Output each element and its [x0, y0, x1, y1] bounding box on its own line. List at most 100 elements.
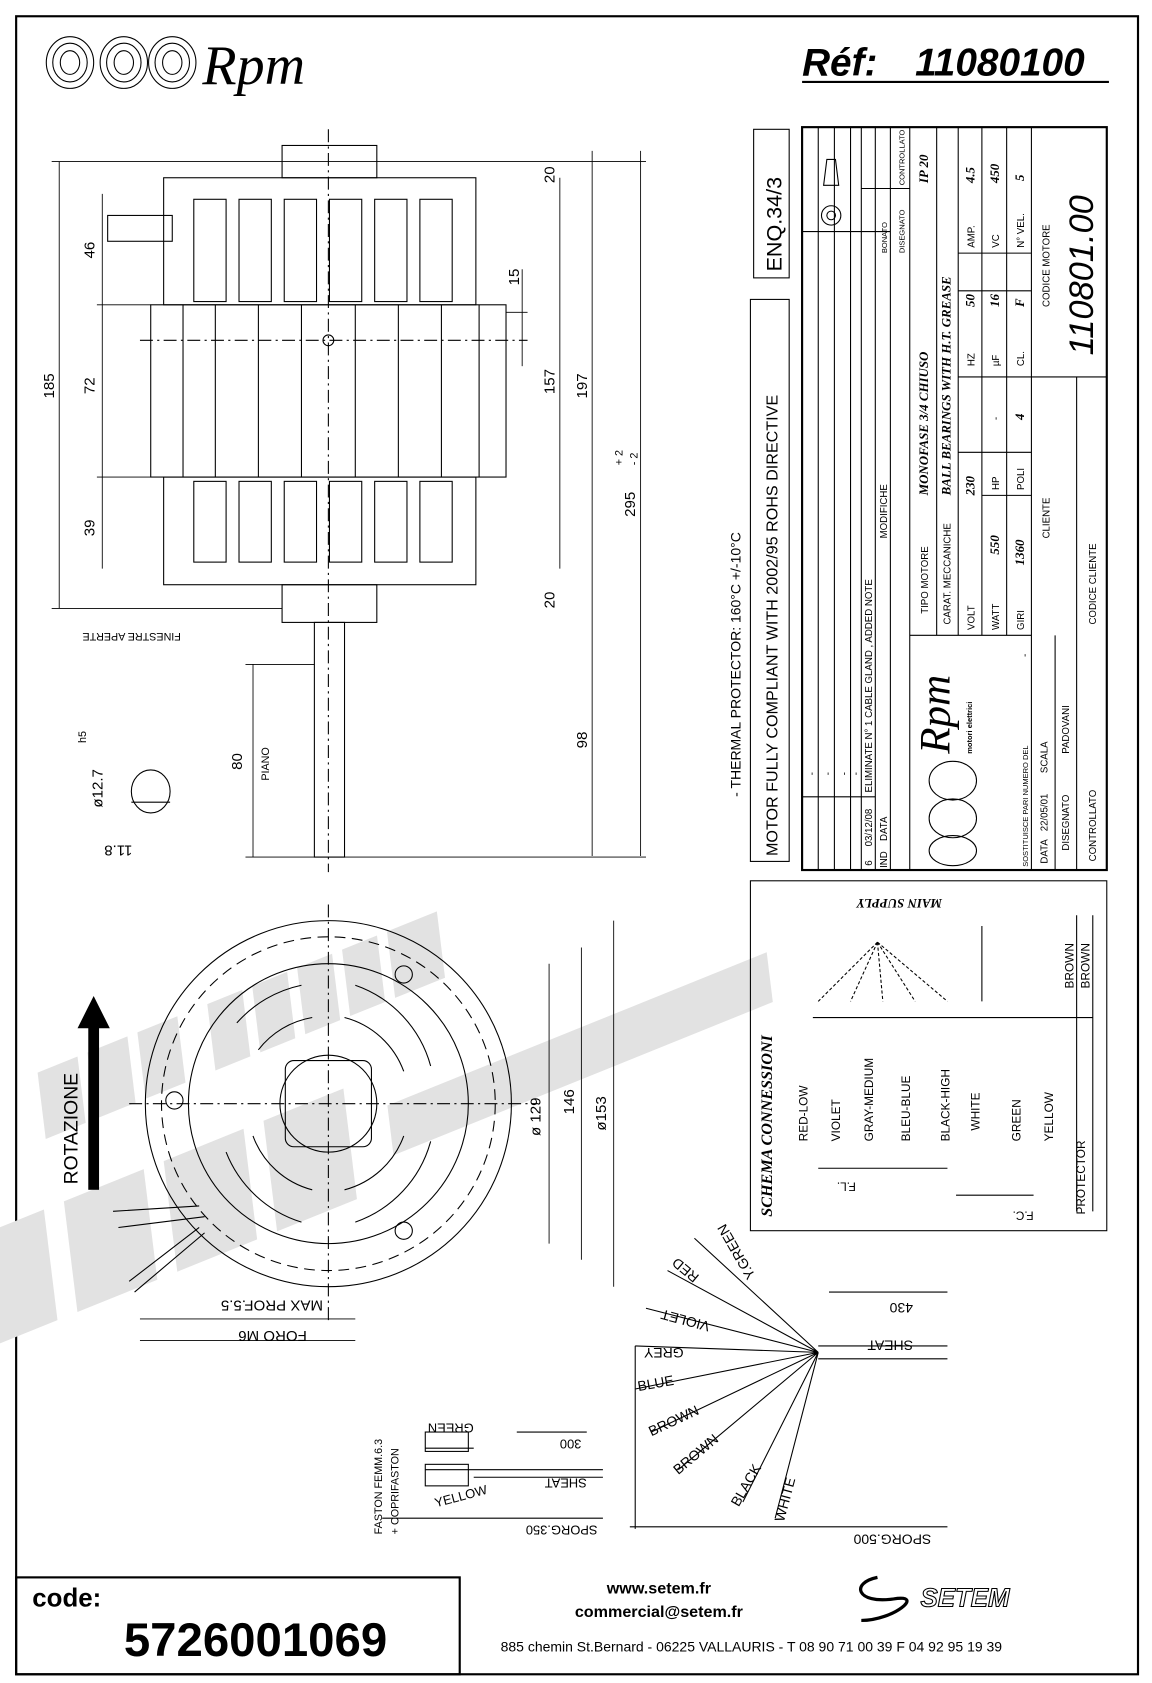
controllato-header: CONTROLLATO: [897, 129, 906, 185]
ref-value: 11080100: [915, 41, 1085, 84]
cl-label: CL.: [1016, 351, 1027, 366]
code-value: 5726001069: [124, 1614, 387, 1667]
setem-logo: SETEM: [859, 1575, 1011, 1623]
rev6-text: ELIMINATE N° 1 CABLE GLAND , ADDED NOTE: [864, 579, 875, 793]
wire-label: GREEN: [1010, 1099, 1024, 1141]
rev6-date: 03/12/08: [864, 809, 875, 847]
cable-length-430: 430: [889, 1300, 913, 1316]
shaft-tolerance: h5: [77, 731, 89, 743]
dim-129: ø 129: [527, 1097, 544, 1136]
watermark: [0, 911, 773, 1357]
shaft-section: [130, 769, 171, 814]
hp-value: -: [991, 417, 1002, 420]
watt-value: 550: [987, 535, 1002, 555]
poli-value: 4: [1012, 413, 1027, 421]
cable-wire-label: RED: [669, 1255, 702, 1286]
rev-row: -: [823, 772, 834, 775]
faston-label: FASTON FEMM.6.3: [373, 1439, 385, 1534]
carat-value: BALL BEARINGS WITH H.T. GREASE: [939, 276, 954, 496]
codice-motore-value: 110801.00: [1063, 195, 1101, 355]
dim-20-bottom: 20: [541, 592, 558, 609]
cable-wire-label: BLUE: [636, 1372, 675, 1394]
piano-label: PIANO: [260, 747, 272, 780]
ind-header: IND: [879, 851, 890, 868]
disegnato-header: DISEGNATO: [897, 209, 906, 253]
scala-label: SCALA: [1040, 741, 1051, 773]
carat-label: CARAT. MECCANICHE: [943, 523, 954, 625]
data-value: 22/05/01: [1040, 794, 1051, 832]
dim-46: 46: [82, 242, 99, 259]
dim-11-8: 11.8: [104, 841, 132, 858]
shaft-diameter: ø12.7: [89, 769, 106, 808]
finestre-aperte-label: FINESTRE APERTE: [82, 630, 180, 642]
title-block-logo: Rpm: [913, 675, 960, 755]
wire-label: BLACK-HIGH: [939, 1069, 953, 1141]
tipo-motore-label: TIPO MOTORE: [920, 546, 931, 614]
rev-row: -: [851, 772, 862, 775]
tipo-motore-value: MONOFASE 3/4 CHIUSO: [916, 352, 931, 497]
data-header: DATA: [879, 816, 890, 841]
footer-email-link[interactable]: commercial@setem.fr: [575, 1603, 744, 1621]
disegnato-value: PADOVANI: [1061, 705, 1072, 754]
footer-website-link[interactable]: www.setem.fr: [606, 1580, 712, 1598]
title-block: - - - - 6 03/12/08 ELIMINATE N° 1 CABLE …: [801, 126, 1108, 872]
dim-80: 80: [229, 753, 246, 770]
watermark-url-graphic: [37, 911, 446, 1140]
watermark-brand-graphic: [0, 1088, 357, 1357]
dim-15: 15: [506, 269, 523, 286]
dim-197: 197: [574, 373, 591, 398]
data-label: DATA: [1040, 839, 1051, 864]
tol-minus: - 2: [628, 453, 640, 466]
sporg-350-label: SPORG.350: [526, 1523, 598, 1538]
amp-value: 4.5: [962, 166, 977, 184]
sheet-border: [15, 15, 1140, 1676]
front-dimension-lines: [139, 920, 615, 1341]
volt-label: VOLT: [966, 605, 977, 630]
cable-wire-label: BROWN: [646, 1402, 701, 1439]
poli-label: POLI: [1016, 468, 1027, 490]
dim-98: 98: [574, 732, 591, 749]
dim-146: 146: [561, 1089, 578, 1114]
dim-39: 39: [82, 520, 99, 537]
watt-label: WATT: [991, 604, 1002, 630]
wire-label: YELLOW: [1042, 1091, 1056, 1141]
tol-plus: + 2: [613, 450, 625, 465]
enq-code: ENQ.34/3: [763, 177, 787, 272]
codice-motore-label: CODICE MOTORE: [1042, 224, 1053, 307]
motor-front-view: [113, 904, 539, 1325]
nvel-value: 5: [1012, 174, 1027, 181]
vc-value: 450: [987, 163, 1002, 184]
dim-157: 157: [541, 369, 558, 394]
dim-153: ø153: [593, 1096, 610, 1130]
hz-label: HZ: [966, 353, 977, 366]
disegnato-label: DISEGNATO: [1061, 794, 1072, 851]
giri-value: 1360: [1012, 539, 1027, 565]
foro-label: FORO M6: [238, 1327, 307, 1344]
fc-label: F.C.: [1013, 1208, 1034, 1222]
brown-label: BROWN: [1062, 943, 1076, 988]
dim-72: 72: [82, 377, 99, 394]
watermark-email-graphic: [387, 952, 773, 1156]
rpm-logo: Rpm: [45, 35, 305, 97]
rotazione-label: ROTAZIONE: [61, 1073, 83, 1185]
wire-label: VIOLET: [829, 1099, 843, 1141]
fl-label: F.L.: [837, 1179, 856, 1193]
cable-wire-label: VIOLET: [659, 1306, 712, 1334]
controllato-label: CONTROLLATO: [1088, 789, 1099, 861]
cable-drawing: Y.GREEN RED VIOLET GREY BLUE BROWN BROWN…: [629, 1221, 948, 1547]
uf-value: 16: [987, 293, 1002, 306]
sostituisce-label: SOSTITUISCE PARI NUMERO DEL: [1021, 745, 1030, 866]
projection-symbol-icon: [820, 158, 842, 226]
hz-value: 50: [962, 293, 977, 306]
coprifaston-label: + COPRIFASTON: [389, 1448, 401, 1534]
dimension-lines: [51, 150, 646, 858]
codice-cliente-label: CODICE CLIENTE: [1088, 543, 1099, 625]
bonato-label: BONATO: [880, 222, 889, 253]
modifiche-header: MODIFICHE: [879, 484, 890, 539]
rohs-note: MOTOR FULLY COMPLIANT WITH 2002/95 ROHS …: [763, 395, 781, 856]
cable-wire-label: WHITE: [771, 1476, 798, 1524]
rotation-arrow-icon: [77, 995, 110, 1190]
motor-side-view: [107, 129, 528, 873]
green-label: GREEN: [428, 1420, 474, 1435]
vc-label: VC: [991, 234, 1002, 247]
